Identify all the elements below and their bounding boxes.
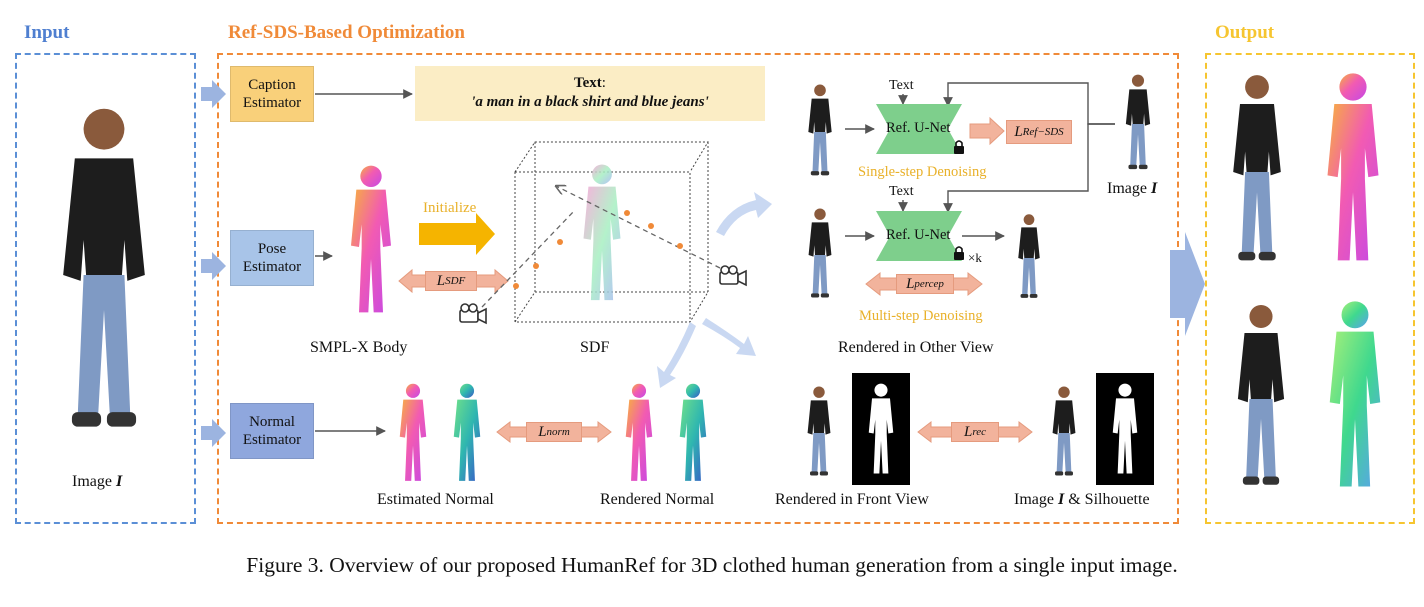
unet-shape	[876, 104, 962, 261]
smplx-body-mesh	[351, 165, 391, 313]
module-label: Estimator	[242, 259, 302, 275]
loss-symbol: L	[964, 423, 973, 440]
loss-symbol: L	[538, 423, 547, 440]
normal-estimator-module: Normal Estimator	[230, 403, 314, 459]
image-i-person	[1125, 74, 1151, 170]
label-word: Image	[72, 473, 112, 490]
loss-subscript: norm	[546, 426, 570, 438]
image-var: I	[1057, 491, 1065, 508]
text-label: Text	[574, 75, 602, 91]
label-word: Image	[1107, 180, 1147, 197]
loss-subscript: SDF	[445, 275, 466, 287]
image-i-label: Image I	[1107, 180, 1157, 198]
caption-estimator-module: Caption Estimator	[230, 66, 314, 122]
text-colon: :	[601, 75, 606, 91]
unet-text-input-2: Text	[889, 184, 914, 199]
image-var: I	[1150, 180, 1158, 197]
denoised-person	[1018, 214, 1040, 298]
output-person-back	[1237, 304, 1285, 485]
output-normal-back	[1329, 301, 1381, 487]
output-person-front	[1233, 75, 1281, 261]
module-label: Estimator	[242, 95, 302, 111]
estimated-normal-pink	[399, 383, 427, 481]
initialize-label: Initialize	[423, 200, 477, 216]
input-panel	[15, 53, 196, 524]
module-label: Caption	[248, 77, 296, 93]
figure-caption: Figure 3. Overview of our proposed Human…	[246, 553, 1178, 577]
loss-symbol: L	[436, 272, 446, 289]
text-prompt-heading: Text:	[415, 75, 765, 92]
loss-subscript: percep	[914, 278, 944, 290]
input-arrows	[201, 80, 226, 447]
unet-text-input-1: Text	[889, 78, 914, 93]
estimated-normal-label: Estimated Normal	[377, 491, 494, 508]
rendered-front-view-label: Rendered in Front View	[775, 491, 929, 508]
other-view-person	[808, 208, 832, 298]
label-word: Image	[1014, 491, 1054, 508]
single-step-label: Single-step Denoising	[858, 164, 987, 180]
module-label: Pose	[257, 241, 287, 257]
pose-estimator-module: Pose Estimator	[230, 230, 314, 286]
rendered-other-view-label: Rendered in Other View	[838, 339, 994, 356]
times-k-label: ×k	[968, 250, 982, 265]
rendered-normal-label: Rendered Normal	[600, 491, 715, 508]
front-view-person	[807, 386, 831, 476]
output-arrow	[1170, 232, 1205, 336]
lock-icon	[954, 140, 964, 260]
label-word: & Silhouette	[1068, 491, 1150, 508]
image-var: I	[115, 473, 123, 490]
output-panel	[1205, 53, 1415, 524]
input-image-label: Image I	[72, 473, 122, 491]
loss-symbol: L	[1014, 123, 1023, 140]
text-prompt-box: Text: 'a man in a black shirt and blue j…	[415, 66, 765, 121]
other-view-person	[808, 84, 832, 176]
multi-step-label: Multi-step Denoising	[859, 308, 983, 324]
initialize-arrow	[419, 213, 495, 255]
rendered-normal-pink	[625, 383, 653, 481]
sdf-label: SDF	[580, 339, 610, 356]
output-title: Output	[1215, 22, 1275, 43]
module-label: Estimator	[242, 432, 302, 448]
smplx-label: SMPL-X Body	[310, 339, 408, 356]
output-normal-front	[1327, 73, 1379, 261]
sdf-human	[583, 164, 621, 301]
camera-icon	[719, 265, 747, 286]
loss-subscript: rec	[972, 426, 986, 438]
loss-symbol: L	[906, 275, 915, 292]
module-label: Normal	[249, 414, 295, 430]
estimated-normal-green	[453, 383, 481, 481]
text-prompt-value: 'a man in a black shirt and blue jeans'	[471, 94, 709, 110]
rendered-normal-green	[679, 383, 707, 481]
flow-arrows	[657, 192, 772, 388]
image-silhouette-label: Image I & Silhouette	[1014, 491, 1150, 509]
image-i-front-person	[1052, 386, 1076, 476]
optimization-title: Ref-SDS-Based Optimization	[228, 22, 465, 43]
input-title: Input	[24, 22, 70, 43]
input-person-image	[63, 108, 145, 427]
unet-label-1: Ref. U-Net	[886, 120, 951, 136]
unet-label-2: Ref. U-Net	[886, 227, 951, 243]
loss-subscript: Ref−SDS	[1022, 126, 1064, 138]
